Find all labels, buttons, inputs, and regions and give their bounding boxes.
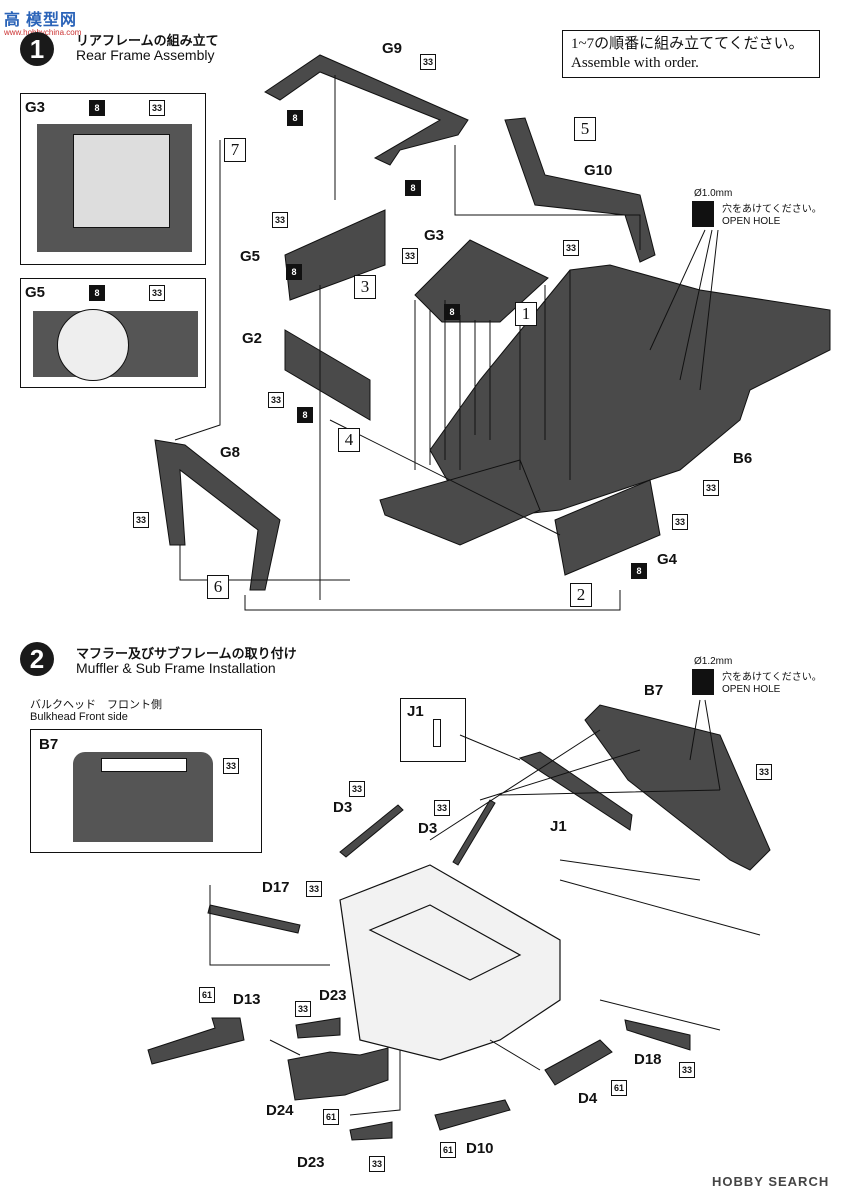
inset-g5: G5 8 33	[20, 278, 206, 388]
part-d4-label: D4	[578, 1090, 598, 1107]
badge-61: 61	[440, 1142, 456, 1158]
part-d3-label: D3	[418, 820, 438, 837]
part-d10-label: D10	[466, 1140, 494, 1157]
part-d17-label: D17	[262, 879, 290, 896]
badge-33: 33	[295, 1001, 311, 1017]
part-g8-label: G8	[220, 444, 241, 461]
step-title-en: Rear Frame Assembly	[76, 47, 215, 63]
step-title-jp: マフラー及びサブフレームの取り付け	[76, 646, 297, 661]
note-en: Assemble with order.	[571, 55, 699, 71]
badge-61: 61	[199, 987, 215, 1003]
badge-33: 33	[756, 764, 772, 780]
drill-icon	[692, 669, 714, 695]
seq-7: 7	[224, 138, 246, 162]
badge-33: 33	[672, 514, 688, 530]
badge-8: 8	[286, 264, 302, 280]
seq-2: 2	[570, 583, 592, 607]
badge-8: 8	[405, 180, 421, 196]
inset-g3-label: G3	[25, 99, 46, 116]
bulkhead-en: Bulkhead Front side	[30, 711, 128, 723]
part-b6-label: B6	[733, 450, 753, 467]
step-number: 2	[20, 642, 54, 676]
badge-33: 33	[268, 392, 284, 408]
watermark-site: 模型网	[26, 12, 78, 29]
assembly-order-note: 1~7の順番に組み立ててください。 Assemble with order.	[562, 30, 820, 78]
part-d18-label: D18	[634, 1051, 662, 1068]
badge-33: 33	[434, 800, 450, 816]
step-number: 1	[20, 32, 54, 66]
badge-33: 33	[306, 881, 322, 897]
part-d3-label: D3	[333, 799, 353, 816]
badge-33: 33	[272, 212, 288, 228]
part-j1-label: J1	[550, 818, 567, 835]
badge-33: 33	[149, 100, 165, 116]
seq-1: 1	[515, 302, 537, 326]
inset-g5-label: G5	[25, 284, 46, 301]
badge-33: 33	[679, 1062, 695, 1078]
badge-33: 33	[349, 781, 365, 797]
badge-33: 33	[223, 758, 239, 774]
step-title-jp: リアフレームの組み立て	[76, 33, 219, 48]
note-jp: 1~7の順番に組み立ててください。	[571, 36, 804, 52]
inset-b7-label: B7	[39, 736, 59, 753]
badge-33: 33	[402, 248, 418, 264]
part-d24-label: D24	[266, 1102, 294, 1119]
seq-4: 4	[338, 428, 360, 452]
badge-33: 33	[149, 285, 165, 301]
part-g10-label: G10	[584, 162, 613, 179]
inset-j1: J1	[400, 698, 466, 762]
seq-5: 5	[574, 117, 596, 141]
badge-8: 8	[631, 563, 647, 579]
j1-piece	[433, 719, 441, 747]
part-g5-label: G5	[240, 248, 261, 265]
part-g4-label: G4	[657, 551, 678, 568]
seq-3: 3	[354, 275, 376, 299]
hole-en: OPEN HOLE	[722, 216, 781, 227]
b7-window	[101, 758, 187, 772]
inset-j1-label: J1	[407, 703, 424, 720]
badge-8: 8	[89, 100, 105, 116]
hole-size: Ø1.0mm	[694, 188, 733, 199]
badge-33: 33	[369, 1156, 385, 1172]
drill-icon	[692, 201, 714, 227]
open-hole-instruction: Ø1.0mm 穴をあけてください。 OPEN HOLE	[690, 188, 840, 228]
part-g2-label: G2	[242, 330, 263, 347]
g3-detail	[73, 134, 170, 228]
hole-en: OPEN HOLE	[722, 684, 781, 695]
badge-33: 33	[420, 54, 436, 70]
badge-61: 61	[323, 1109, 339, 1125]
badge-33: 33	[703, 480, 719, 496]
badge-61: 61	[611, 1080, 627, 1096]
badge-8: 8	[297, 407, 313, 423]
watermark-logo: 高	[4, 12, 22, 29]
part-b7-label: B7	[644, 682, 664, 699]
watermark-bottom: HOBBY SEARCH	[712, 1174, 830, 1189]
hole-jp: 穴をあけてください。	[722, 672, 822, 683]
seq-6: 6	[207, 575, 229, 599]
part-d23-label: D23	[319, 987, 347, 1004]
part-d13-label: D13	[233, 991, 261, 1008]
badge-8: 8	[89, 285, 105, 301]
badge-8: 8	[444, 304, 460, 320]
inset-b7: B7 33	[30, 729, 262, 853]
part-g9-label: G9	[382, 40, 403, 57]
hole-jp: 穴をあけてください。	[722, 204, 822, 215]
hole-size: Ø1.2mm	[694, 656, 733, 667]
open-hole-instruction: Ø1.2mm 穴をあけてください。 OPEN HOLE	[690, 656, 840, 696]
step-title-en: Muffler & Sub Frame Installation	[76, 660, 276, 676]
inset-g3: G3 8 33	[20, 93, 206, 265]
badge-8: 8	[287, 110, 303, 126]
part-g3-label: G3	[424, 227, 445, 244]
g5-disc	[57, 309, 129, 381]
bulkhead-jp: バルクヘッド フロント側	[30, 699, 162, 711]
badge-33: 33	[563, 240, 579, 256]
part-d23-label: D23	[297, 1154, 325, 1171]
badge-33: 33	[133, 512, 149, 528]
